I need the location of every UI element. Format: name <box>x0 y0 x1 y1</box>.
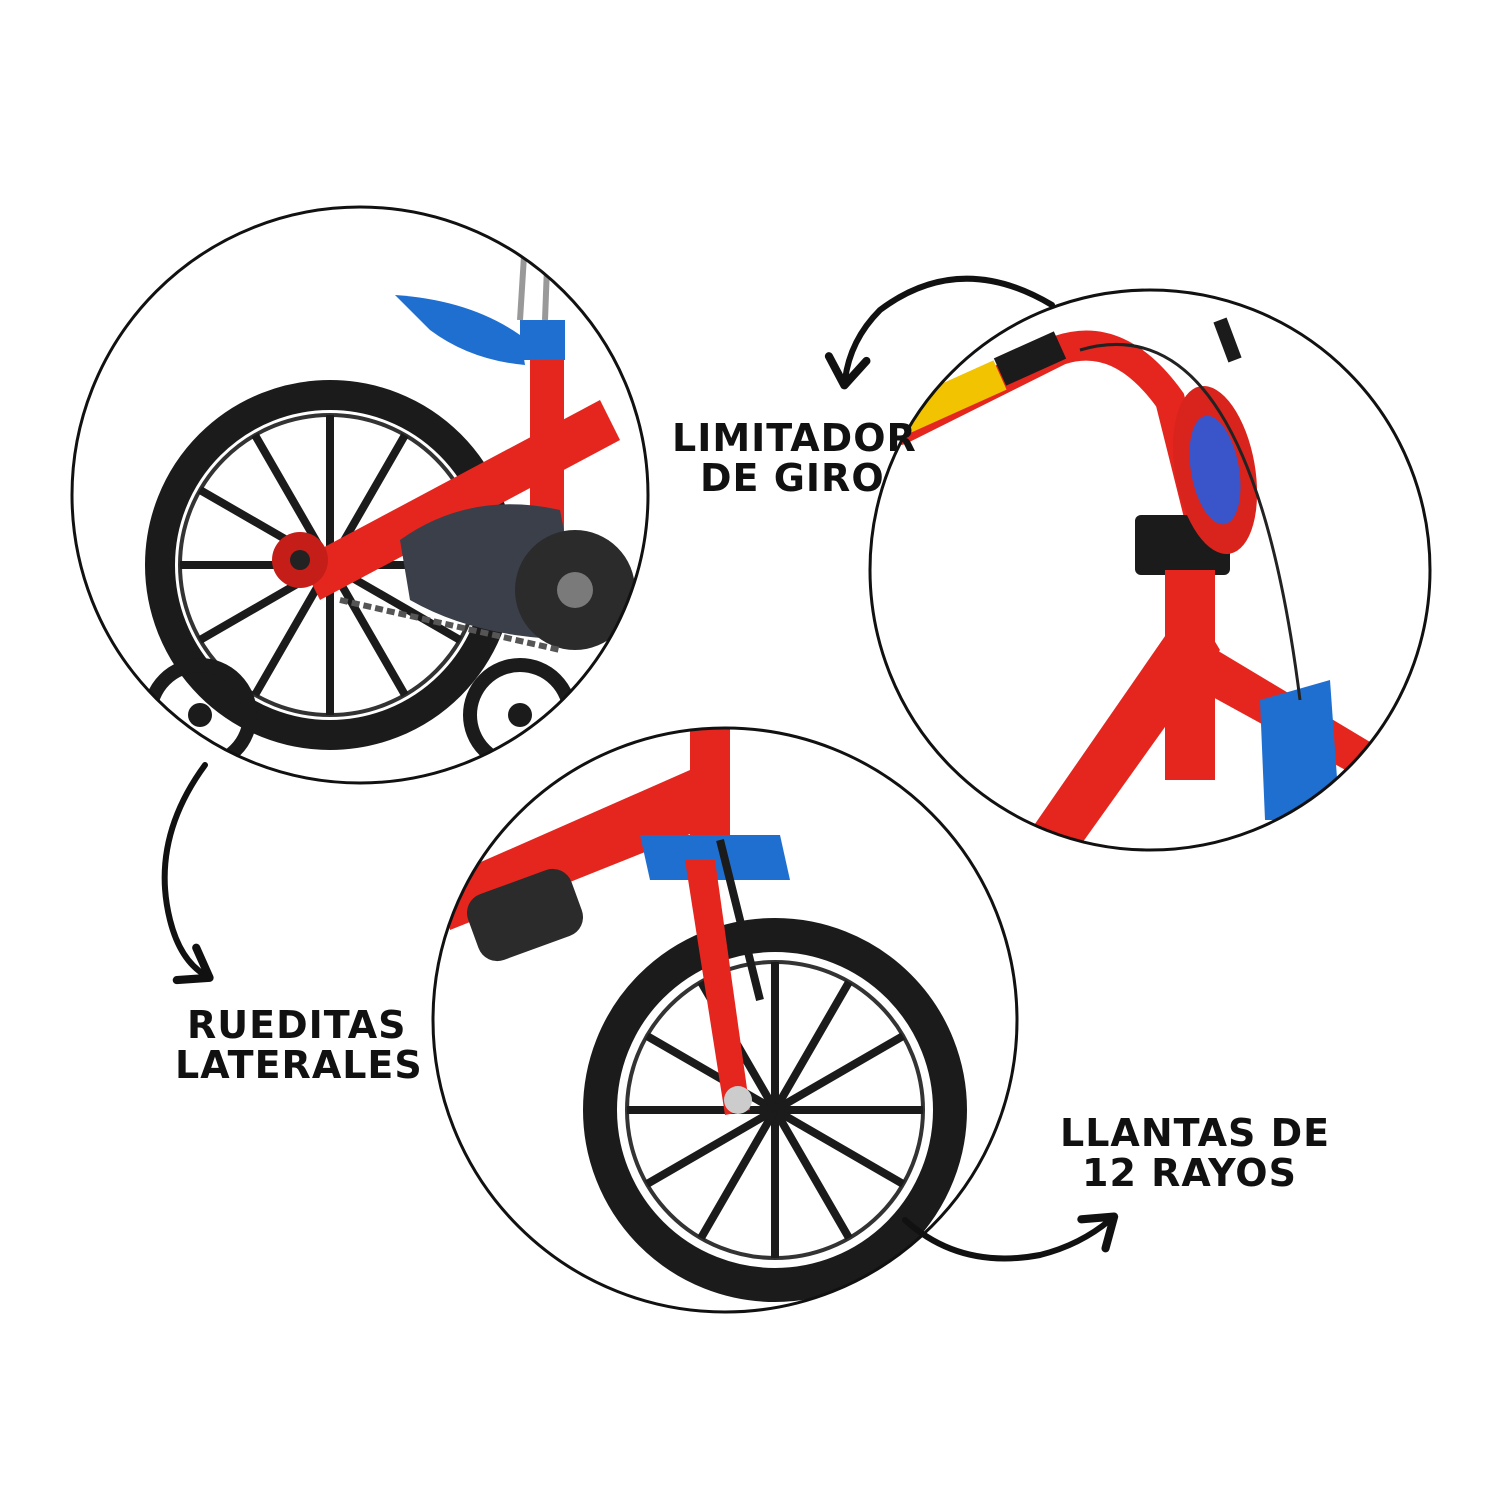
curved-arrow-icon <box>902 1212 1119 1262</box>
callout-spoke-wheels-line1: LLANTAS DE <box>1060 1111 1331 1155</box>
rear-wheel-detail-photo <box>70 205 650 785</box>
callout-spoke-wheels: LLANTAS DE 12 RAYOS <box>1060 1113 1330 1193</box>
curved-arrow-icon <box>824 275 1055 390</box>
curved-arrow-icon <box>161 762 214 985</box>
callout-training-wheels: RUEDITAS LATERALES <box>175 1005 423 1085</box>
handlebar-detail-photo <box>868 288 1432 852</box>
callout-steering-limiter-line1: LIMITADOR <box>672 416 917 460</box>
callout-steering-limiter: LIMITADOR DE GIRO <box>672 418 917 498</box>
front-wheel-detail-photo <box>431 726 1019 1314</box>
callout-training-wheels-line2: LATERALES <box>175 1043 423 1087</box>
callout-spoke-wheels-line2: 12 RAYOS <box>1082 1151 1297 1195</box>
callout-steering-limiter-line2: DE GIRO <box>700 456 885 500</box>
callout-training-wheels-line1: RUEDITAS <box>187 1003 407 1047</box>
